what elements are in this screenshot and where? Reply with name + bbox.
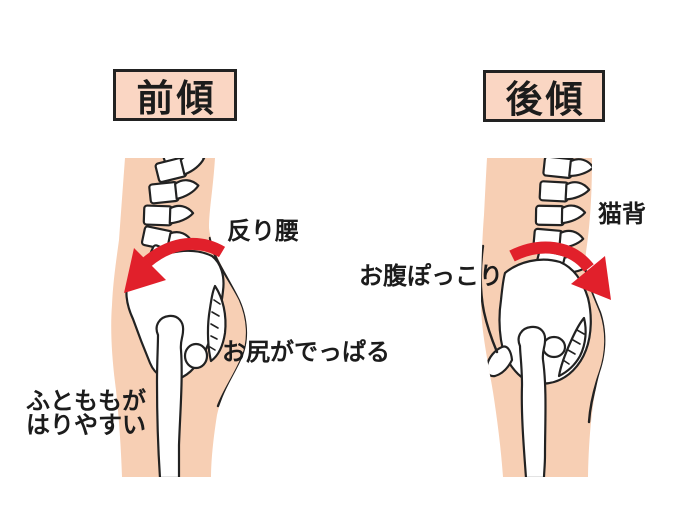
label-tight-thighs-line2: はりやすい — [26, 412, 146, 439]
label-tight-thighs: ふとももが はりやすい — [26, 390, 146, 438]
femur-right — [517, 325, 547, 477]
label-belly-pooch: お腹ぽっこり — [359, 263, 503, 290]
obturator-left — [183, 342, 209, 370]
label-tight-thighs-line1: ふとももが — [26, 388, 146, 415]
obturator-right — [541, 335, 567, 359]
figure-anterior-tilt — [111, 158, 248, 477]
anterior-tilt-arrow — [124, 237, 226, 293]
label-swayback: 反り腰 — [227, 218, 299, 245]
anterior-tilt-title: 前傾 — [113, 69, 237, 121]
label-hunched-back: 猫背 — [598, 201, 646, 228]
femur-left — [155, 314, 185, 477]
coccyx-left — [206, 284, 227, 363]
posterior-tilt-title: 後傾 — [483, 70, 605, 122]
figure-posterior-tilt — [481, 158, 611, 477]
posterior-tilt-arrow — [509, 241, 611, 300]
label-butt-sticks-out: お尻がでっぱる — [222, 339, 390, 366]
pelvis-right — [498, 258, 592, 385]
